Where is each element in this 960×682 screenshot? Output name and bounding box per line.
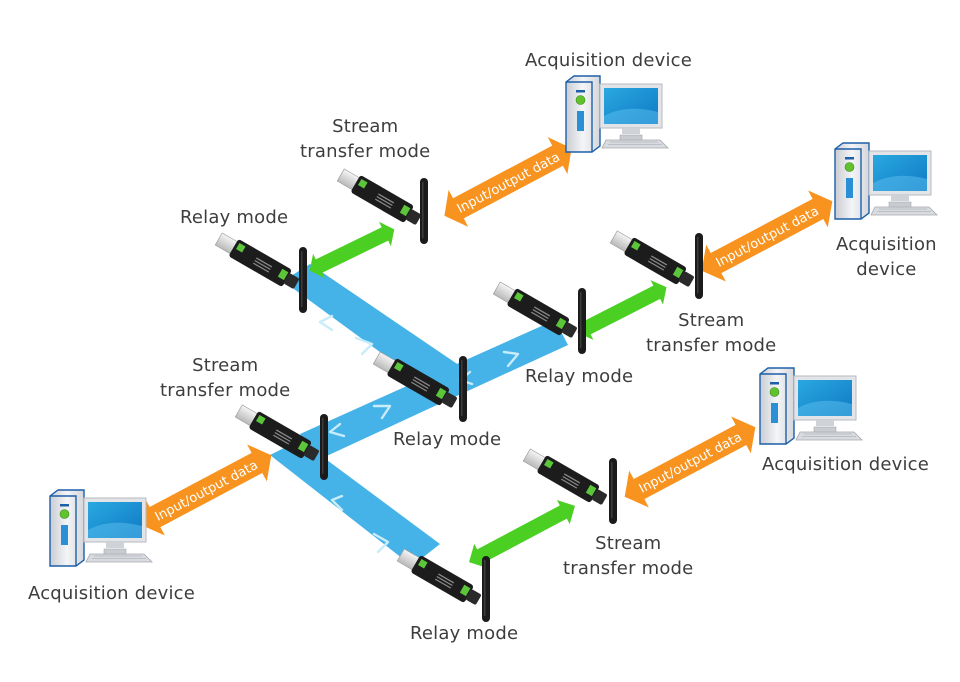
computer-icon (49, 489, 153, 567)
chevron-right-icon (372, 532, 390, 554)
chevron-left-icon (318, 314, 334, 332)
label-acquisition-right: Acquisition device (836, 232, 937, 282)
label-line: device (856, 259, 917, 280)
antenna-icon (459, 356, 467, 422)
label-stream-right: Stream transfer mode (646, 308, 776, 358)
lora-dongle-relay-top-left (213, 229, 307, 313)
chevron-left-icon (328, 422, 346, 438)
usb-dongle-icon (395, 545, 485, 610)
label-acquisition-top: Acquisition device (525, 50, 693, 71)
label-stream-bottom: Stream transfer mode (563, 531, 693, 581)
io-arrow-right: Input/output data (691, 182, 843, 290)
antenna-icon (299, 247, 307, 313)
label-line: transfer mode (160, 380, 291, 401)
label-line: Stream (332, 116, 399, 137)
label-line: Stream (192, 355, 259, 376)
antenna-icon (609, 458, 617, 524)
usb-dongle-icon (521, 445, 611, 510)
io-arrow-left: Input/output data (130, 436, 282, 544)
label-stream-top: Stream transfer mode (300, 114, 430, 164)
chevron-right-icon (354, 336, 374, 356)
antenna-icon (420, 178, 428, 244)
label-line: transfer mode (563, 558, 694, 579)
wireless-arrow-top (303, 217, 401, 283)
computer-icon (565, 75, 669, 153)
chevron-right-icon (502, 350, 520, 368)
io-arrow-bottom-right: Input/output data (614, 408, 766, 516)
io-arrow-right-label: Input/output data (714, 204, 822, 271)
relay-link-streamleft-bottom (270, 440, 440, 566)
antenna-icon (482, 556, 490, 622)
computer-icon (834, 142, 938, 220)
label-relay-bottom: Relay mode (410, 623, 519, 644)
relay-link-streamleft-center (300, 372, 452, 460)
antenna-icon (320, 414, 328, 480)
chevron-right-icon (372, 404, 392, 420)
io-arrow-bottom-right-label: Input/output data (637, 430, 745, 497)
io-arrow-top-label: Input/output data (455, 150, 563, 217)
label-line: transfer mode (300, 141, 431, 162)
label-line: Stream (678, 310, 745, 331)
label-acquisition-bottom-right: Acquisition device (762, 454, 930, 475)
label-relay-right: Relay mode (525, 366, 634, 387)
usb-dongle-icon (213, 229, 303, 294)
antenna-icon (578, 288, 586, 354)
antenna-icon (695, 233, 703, 299)
relay-link-topleft-center (283, 264, 472, 396)
computer-icon (759, 367, 863, 445)
label-line: Stream (595, 533, 662, 554)
label-acquisition-left: Acquisition device (28, 583, 196, 604)
relay-links (270, 264, 568, 566)
label-relay-center: Relay mode (393, 429, 502, 450)
label-relay-top-left: Relay mode (180, 207, 289, 228)
usb-dongle-icon (335, 165, 425, 230)
io-arrow-left-label: Input/output data (153, 458, 261, 525)
io-arrow-top: Input/output data (434, 129, 582, 235)
label-line: Acquisition (836, 234, 937, 255)
chevron-left-icon (330, 494, 344, 512)
label-stream-left: Stream transfer mode (160, 353, 290, 403)
label-line: transfer mode (646, 335, 777, 356)
